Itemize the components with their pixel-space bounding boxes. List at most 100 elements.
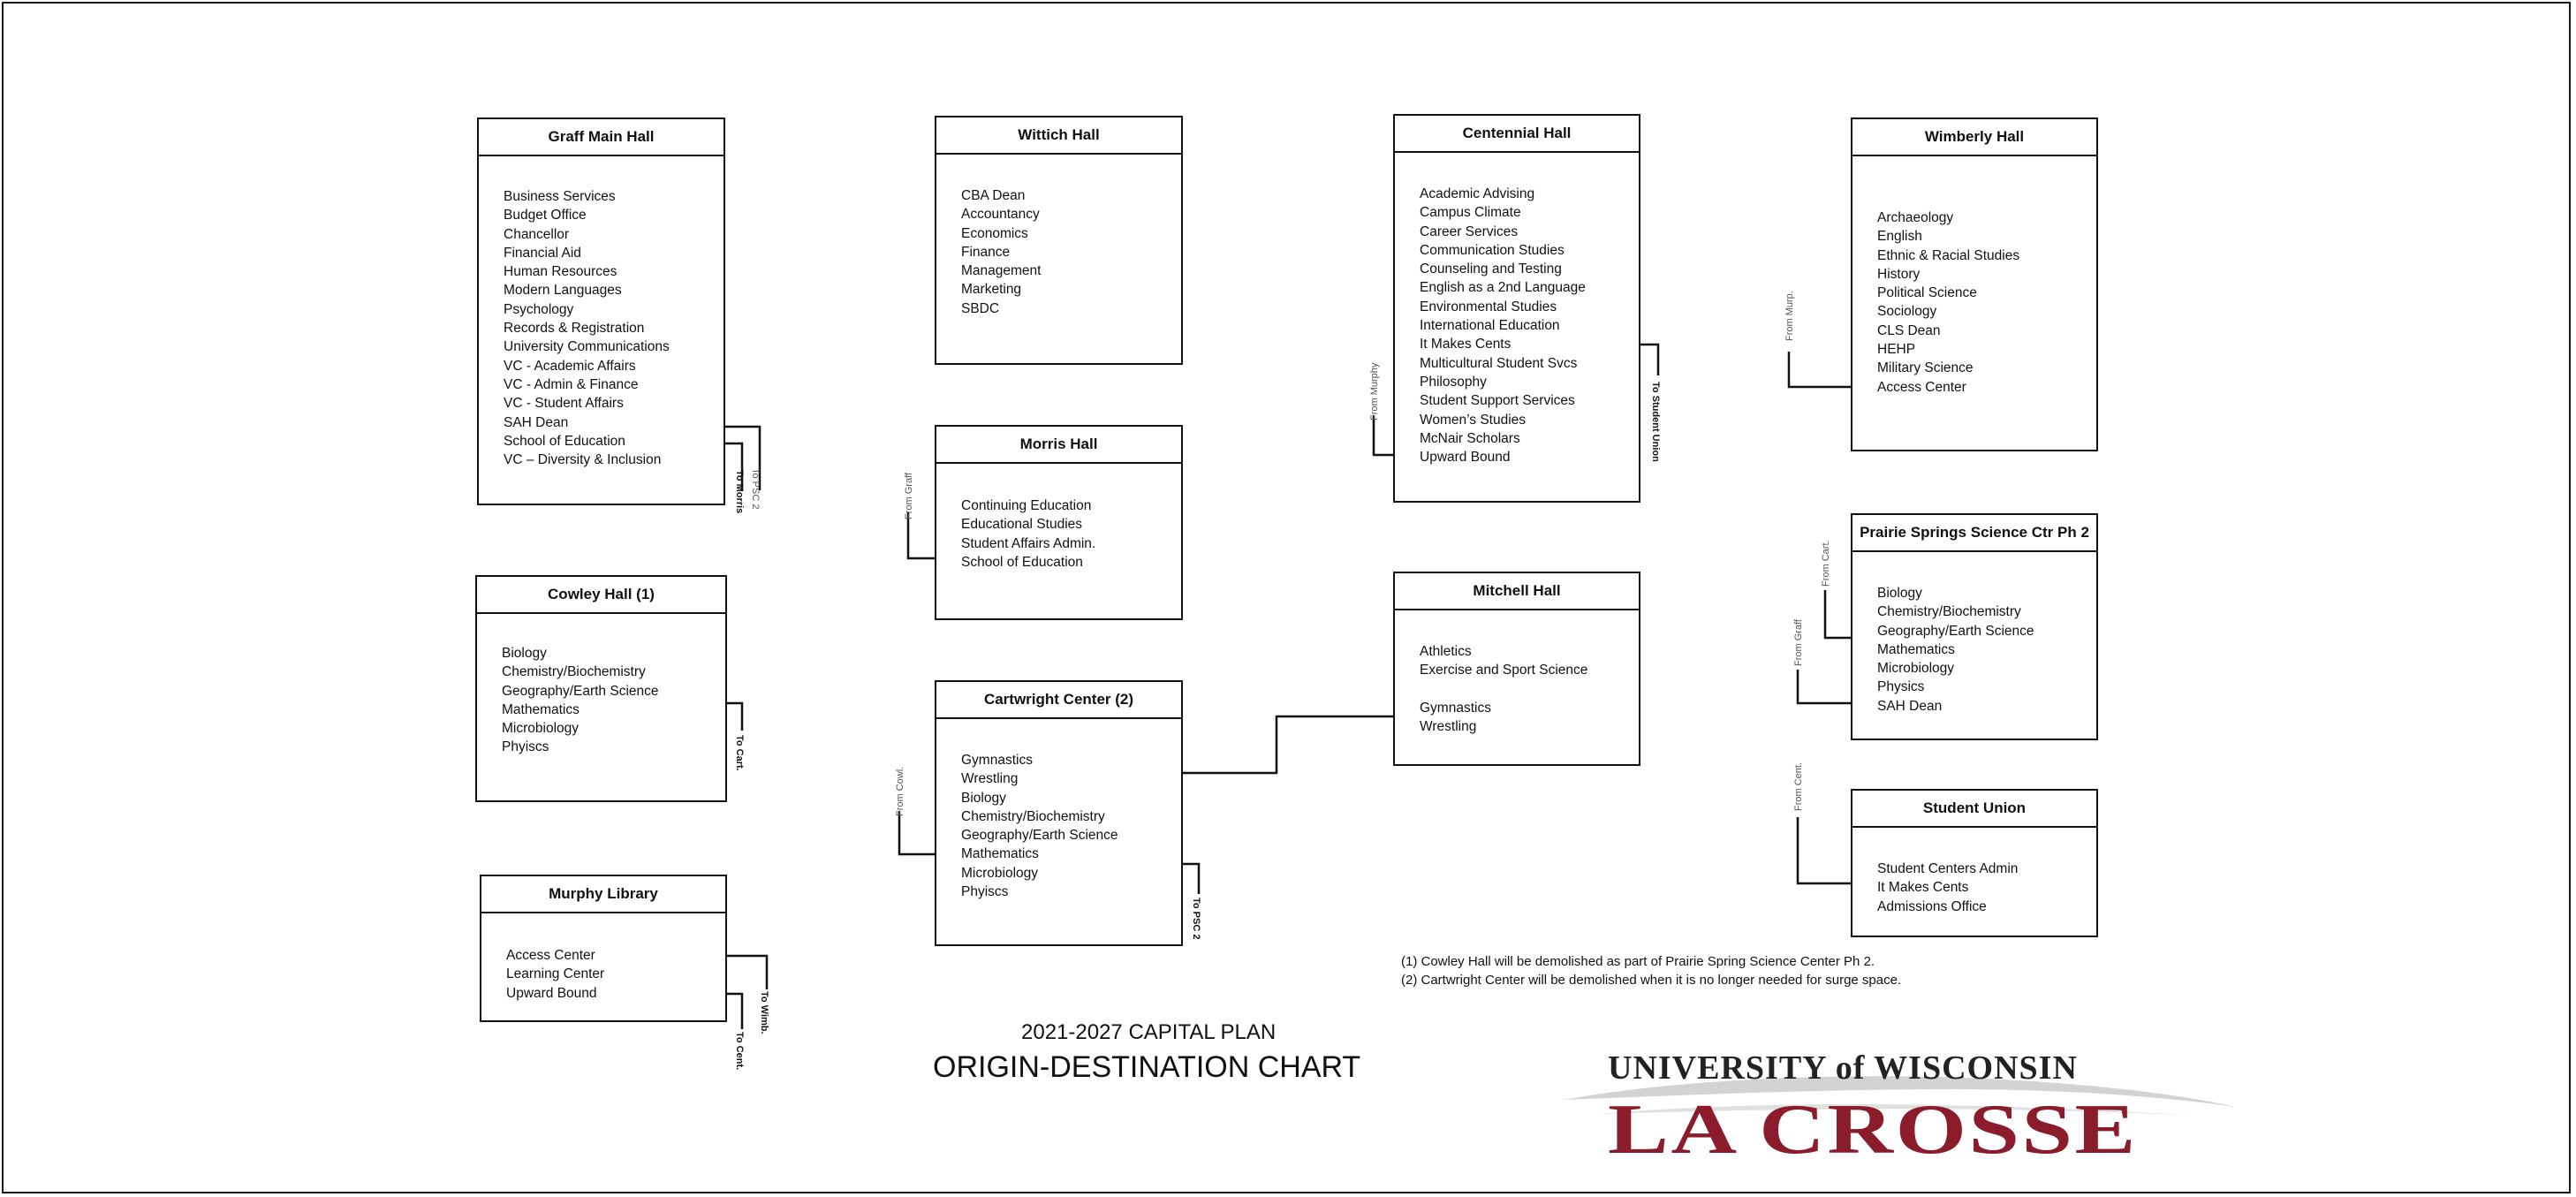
- list-item: Chancellor: [504, 226, 570, 242]
- cart-from-cowl-line: [898, 811, 935, 856]
- building-title: Student Union: [1852, 791, 2096, 828]
- department-list: Biology Chemistry/Biochemistry Geography…: [502, 644, 659, 757]
- list-item: Phyiscs: [502, 739, 549, 755]
- building-title: Centennial Hall: [1395, 116, 1639, 153]
- list-item: VC - Academic Affairs: [504, 358, 636, 374]
- list-item: Continuing Education: [961, 498, 1092, 513]
- building-title: Wittich Hall: [936, 117, 1181, 155]
- list-item: Gymnastics: [1420, 700, 1491, 716]
- list-item: Phyiscs: [961, 884, 1009, 900]
- list-item: CLS Dean: [1877, 322, 1941, 338]
- graff-to-psc2-line: [724, 425, 761, 490]
- list-item: School of Education: [504, 433, 625, 449]
- list-item: CBA Dean: [961, 188, 1026, 203]
- list-item: Records & Registration: [504, 321, 645, 337]
- list-item: Political Science: [1877, 285, 1977, 301]
- department-list: Student Centers Admin It Makes Cents Adm…: [1877, 860, 2018, 916]
- building-centennial-hall: Centennial Hall Academic Advising Campus…: [1393, 114, 1640, 503]
- list-item: Business Services: [504, 189, 616, 204]
- list-item: SBDC: [961, 300, 1000, 316]
- list-item: University Communications: [504, 339, 670, 355]
- logo-line-1: UNIVERSITY of WISCONSIN: [1608, 1049, 2078, 1087]
- wimb-from-murp-line: [1787, 352, 1851, 389]
- list-item: Wrestling: [1420, 719, 1477, 735]
- list-item: Student Centers Admin: [1877, 861, 2019, 876]
- list-item: Mathematics: [502, 701, 580, 717]
- list-item: Access Center: [506, 948, 595, 963]
- list-item: Chemistry/Biochemistry: [961, 808, 1105, 824]
- plan-title: 2021-2027 CAPITAL PLAN: [1021, 1020, 1277, 1044]
- logo-swoosh: [1564, 1076, 2235, 1107]
- list-item: Military Science: [1877, 360, 1974, 376]
- list-item: Psychology: [504, 301, 574, 317]
- logo-line-2: LA CROSSE: [1608, 1091, 2138, 1169]
- psc-from-cart-label: From Cart.: [1821, 540, 1831, 587]
- list-item: SAH Dean: [1877, 698, 1943, 714]
- list-item: Sociology: [1877, 304, 1937, 320]
- list-item: Archaeology: [1877, 210, 1954, 225]
- building-prairie-springs: Prairie Springs Science Ctr Ph 2 Biology…: [1851, 513, 2098, 740]
- chart-title: ORIGIN-DESTINATION CHART: [933, 1050, 1361, 1084]
- list-item: Campus Climate: [1420, 205, 1521, 221]
- morris-from-graff-line: [906, 512, 935, 560]
- list-item: Geography/Earth Science: [961, 828, 1118, 844]
- list-item: Chemistry/Biochemistry: [1877, 604, 2021, 620]
- building-cowley-hall: Cowley Hall (1) Biology Chemistry/Bioche…: [475, 575, 727, 802]
- murphy-to-cent-line: [725, 992, 744, 1029]
- list-item: Athletics: [1420, 644, 1472, 659]
- department-list: Access Center Learning Center Upward Bou…: [506, 946, 604, 1003]
- list-item: Career Services: [1420, 223, 1519, 239]
- list-item: Biology: [961, 790, 1006, 806]
- cart-from-cowl-label: From Cowl.: [895, 767, 905, 816]
- list-item: Modern Languages: [504, 283, 622, 299]
- list-item: Ethnic & Racial Studies: [1877, 247, 2020, 263]
- list-item: Student Affairs Admin.: [961, 535, 1096, 551]
- cent-to-union-line: [1640, 343, 1660, 375]
- footnote-cartwright: (2) Cartwright Center will be demolished…: [1401, 973, 1902, 988]
- list-item: Budget Office: [504, 208, 587, 223]
- list-item: Management: [961, 263, 1042, 279]
- department-list: Gymnastics Wrestling Biology Chemistry/B…: [961, 751, 1118, 901]
- graff-to-morris-label: To Morris: [734, 470, 745, 513]
- cart-to-psc2-line: [1182, 862, 1201, 894]
- list-item: International Education: [1420, 318, 1560, 334]
- list-item: VC – Diversity & Inclusion: [504, 452, 662, 468]
- building-title: Cartwright Center (2): [936, 682, 1181, 719]
- list-item: VC - Admin & Finance: [504, 376, 639, 392]
- building-title: Morris Hall: [936, 427, 1181, 464]
- building-title: Prairie Springs Science Ctr Ph 2: [1852, 515, 2096, 552]
- cent-from-murphy-line: [1372, 415, 1394, 457]
- department-list: Business Services Budget Office Chancell…: [504, 187, 670, 469]
- list-item: SAH Dean: [504, 414, 569, 430]
- murphy-to-wimb-label: To Wimb.: [759, 991, 769, 1034]
- list-item: Philosophy: [1420, 374, 1487, 390]
- list-item: Multicultural Student Svcs: [1420, 355, 1578, 371]
- building-student-union: Student Union Student Centers Admin It M…: [1851, 789, 2098, 937]
- list-item: Geography/Earth Science: [502, 683, 659, 699]
- list-item: Women’s Studies: [1420, 412, 1527, 428]
- list-item: Upward Bound: [1420, 450, 1511, 466]
- psc-from-graff-label: From Graff: [1793, 618, 1804, 666]
- building-title: Mitchell Hall: [1395, 573, 1639, 610]
- list-item: History: [1877, 266, 1921, 282]
- list-item: Wrestling: [961, 771, 1019, 787]
- union-from-cent-line: [1796, 817, 1851, 885]
- building-title: Graff Main Hall: [479, 119, 724, 156]
- list-item: Exercise and Sport Science: [1420, 663, 1588, 678]
- cent-to-union-label: To Student Union: [1650, 382, 1661, 462]
- list-item: English as a 2nd Language: [1420, 280, 1586, 296]
- list-item: English: [1877, 229, 1922, 245]
- list-item: Student Support Services: [1420, 393, 1575, 409]
- list-item: Physics: [1877, 679, 1925, 695]
- list-item: Educational Studies: [961, 517, 1083, 533]
- list-item: Biology: [502, 646, 547, 661]
- department-list: CBA Dean Accountancy Economics Finance M…: [961, 186, 1041, 318]
- graff-to-morris-line: [724, 442, 744, 490]
- graff-to-psc2-label: To PSC 2: [750, 468, 761, 509]
- list-item: Economics: [961, 225, 1028, 241]
- department-list: Continuing Education Educational Studies…: [961, 496, 1095, 572]
- department-list: Athletics Exercise and Sport Science Gym…: [1420, 642, 1587, 736]
- building-title: Cowley Hall (1): [477, 577, 725, 614]
